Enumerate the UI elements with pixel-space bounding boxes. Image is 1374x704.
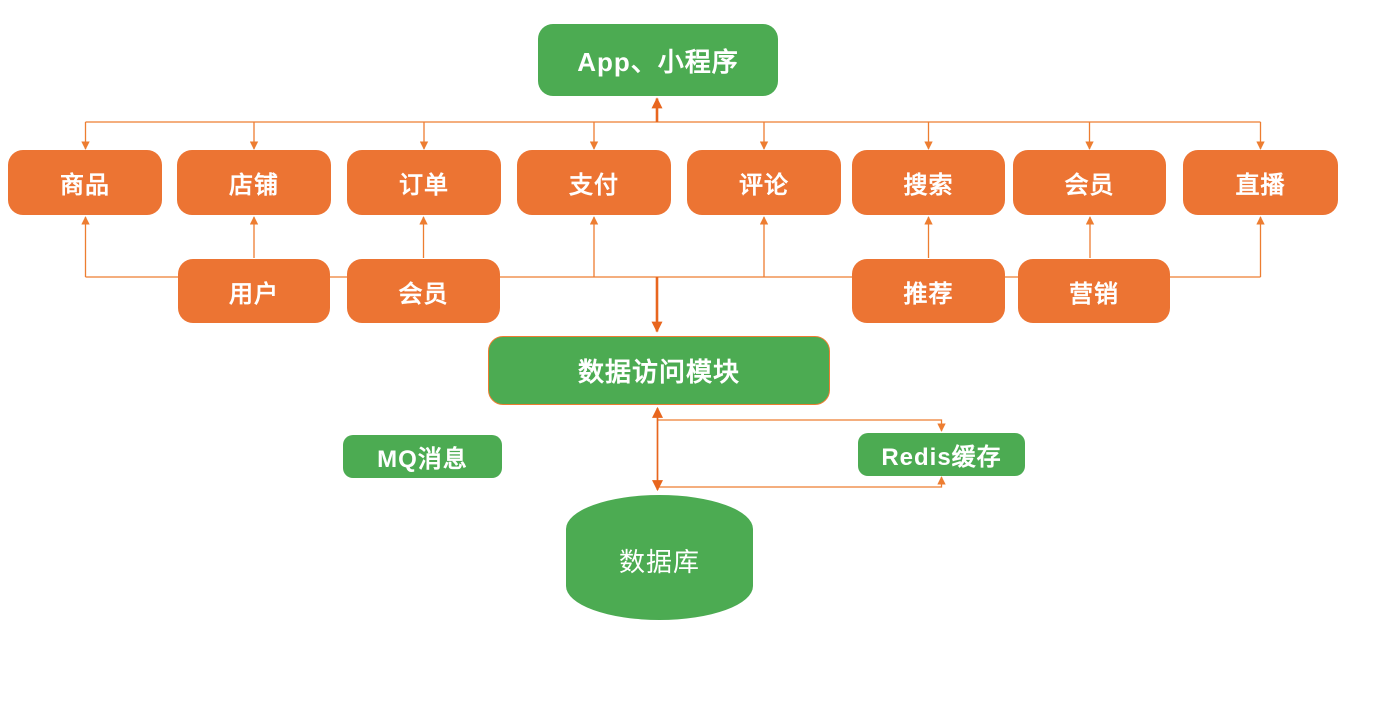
database-cylinder [566, 495, 754, 620]
node-recommend: 推荐 [852, 259, 1005, 323]
node-member-2: 会员 [347, 259, 500, 323]
node-data-access-module: 数据访问模块 [488, 336, 830, 405]
node-order: 订单 [347, 150, 501, 215]
node-marketing: 营销 [1018, 259, 1170, 323]
node-shop: 店铺 [177, 150, 331, 215]
node-mq-message: MQ消息 [343, 435, 502, 478]
node-live: 直播 [1183, 150, 1338, 215]
node-database-label: 数据库 [618, 546, 700, 577]
node-redis-cache: Redis缓存 [858, 433, 1025, 476]
node-user: 用户 [178, 259, 330, 323]
node-member: 会员 [1013, 150, 1166, 215]
node-app-miniprogram: App、小程序 [538, 24, 778, 96]
node-search: 搜索 [852, 150, 1005, 215]
node-review: 评论 [687, 150, 841, 215]
node-payment: 支付 [517, 150, 671, 215]
node-product: 商品 [8, 150, 162, 215]
